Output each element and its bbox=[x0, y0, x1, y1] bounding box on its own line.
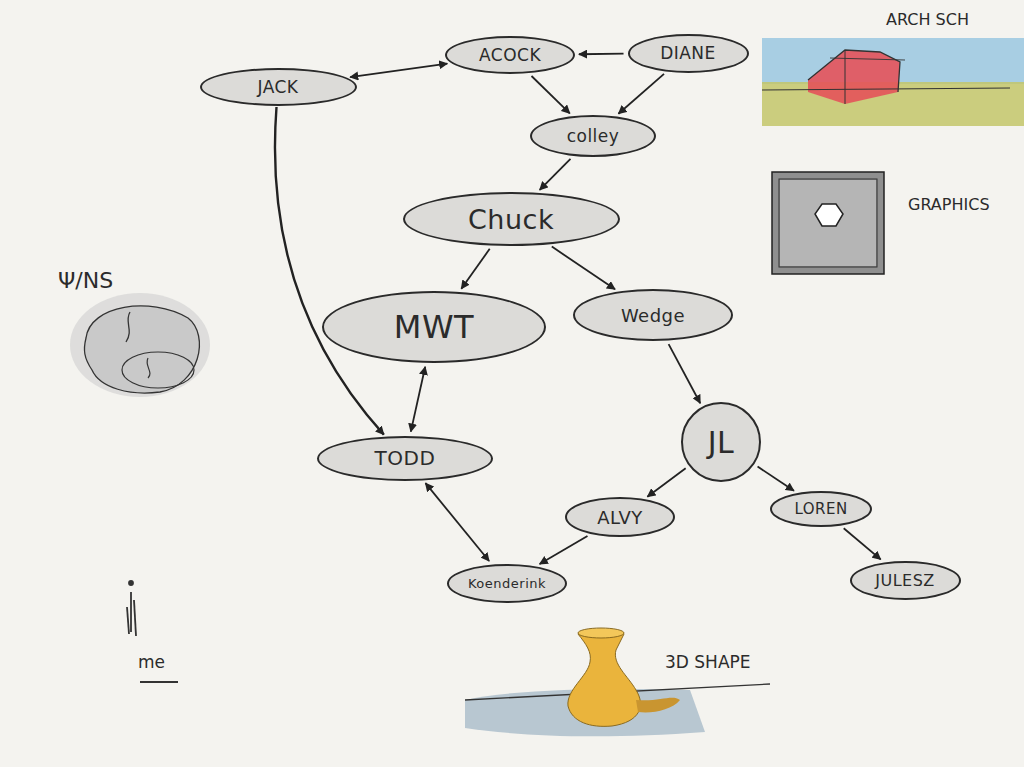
annotation-label: GRAPHICS bbox=[908, 195, 990, 214]
person-figure bbox=[127, 581, 178, 682]
ellipse-node: colley bbox=[530, 115, 656, 157]
ellipse-node: ACOCK bbox=[445, 36, 575, 74]
annotation-label: ARCH SCH bbox=[886, 10, 969, 29]
arrow-connector bbox=[350, 64, 447, 77]
annotation-label: me bbox=[138, 652, 165, 672]
node-label: ACOCK bbox=[479, 45, 541, 65]
arrow-connector bbox=[411, 367, 425, 432]
ellipse-node: ALVY bbox=[565, 497, 675, 537]
ellipse-node: Koenderink bbox=[447, 564, 567, 603]
ellipse-node: DIANE bbox=[628, 34, 749, 73]
arrow-connector bbox=[758, 466, 794, 490]
architecture-sketch bbox=[762, 38, 1024, 126]
graphics-sketch bbox=[772, 172, 884, 274]
node-label: DIANE bbox=[660, 43, 716, 63]
ellipse-node: JACK bbox=[200, 68, 357, 106]
ellipse-node: JULESZ bbox=[850, 561, 961, 600]
arrow-connector bbox=[275, 107, 384, 435]
vase-sketch bbox=[465, 628, 770, 736]
circle-node: JL bbox=[681, 402, 761, 482]
arrow-connector bbox=[540, 536, 588, 564]
node-label: ALVY bbox=[597, 507, 643, 528]
node-label: MWT bbox=[394, 308, 474, 346]
arrow-connector bbox=[426, 483, 490, 561]
node-label: JL bbox=[708, 425, 735, 460]
arrow-connector bbox=[844, 528, 881, 559]
node-label: Chuck bbox=[468, 204, 554, 235]
ellipse-node: TODD bbox=[317, 436, 493, 481]
node-label: Wedge bbox=[621, 305, 685, 326]
arrow-connector bbox=[647, 468, 685, 496]
arrow-connector bbox=[618, 74, 664, 114]
annotation-label: Ψ/NS bbox=[58, 268, 113, 293]
ellipse-node: LOREN bbox=[770, 491, 872, 527]
node-label: JULESZ bbox=[875, 571, 935, 590]
ellipse-node: MWT bbox=[322, 291, 546, 363]
arrow-connector bbox=[532, 76, 570, 113]
node-label: LOREN bbox=[794, 500, 847, 518]
node-label: Koenderink bbox=[468, 576, 546, 591]
node-label: JACK bbox=[257, 77, 298, 97]
brain-sketch bbox=[70, 293, 210, 397]
ellipse-node: Chuck bbox=[403, 192, 620, 246]
arrow-connector bbox=[579, 53, 624, 55]
arrow-connector bbox=[461, 249, 489, 289]
node-label: TODD bbox=[375, 446, 436, 470]
arrow-connector bbox=[540, 159, 571, 190]
arrow-connector bbox=[552, 247, 615, 290]
ellipse-node: Wedge bbox=[573, 289, 733, 341]
annotation-label: 3D SHAPE bbox=[665, 652, 751, 672]
node-label: colley bbox=[567, 126, 620, 146]
arrow-connector bbox=[669, 344, 701, 403]
